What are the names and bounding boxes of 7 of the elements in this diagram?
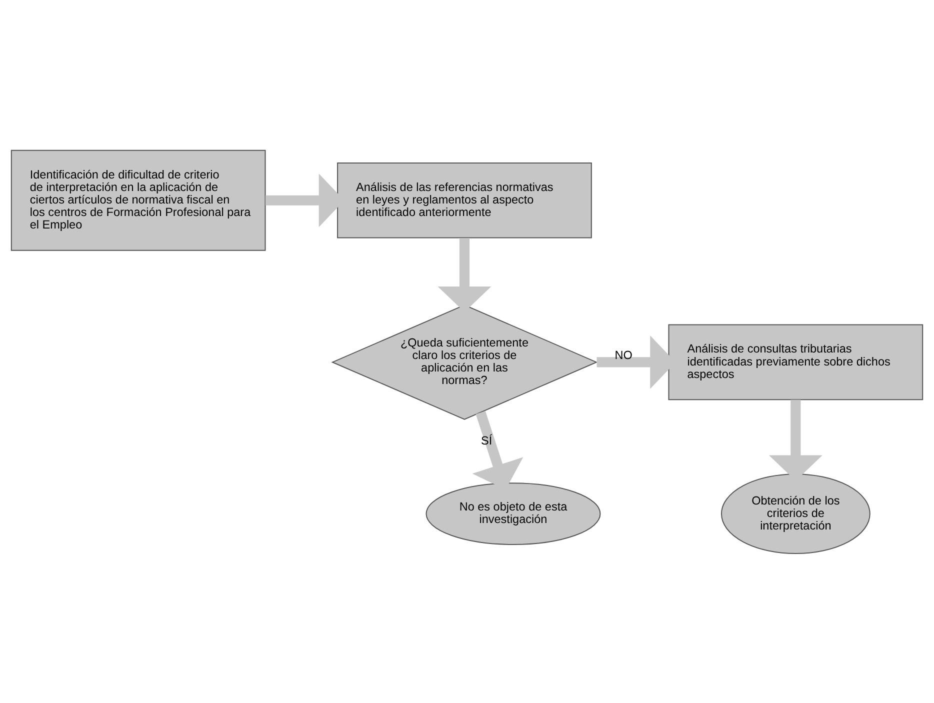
node-ellipse: Obtención de los criterios de interpretación bbox=[720, 473, 870, 554]
node-box: Análisis de consultas tributarias identificadas previamente sobre dichos aspectos bbox=[668, 324, 924, 400]
edge-label: NO bbox=[614, 348, 632, 362]
node-ellipse: No es objeto de esta investigación bbox=[426, 482, 601, 545]
edge-label: SÍ bbox=[481, 434, 492, 448]
node-box: Identificación de dificultad de criterio de interpretación en la aplicación de ciertos artículos de normativa fiscal en los centros de Formación Profesional para el Empleo bbox=[10, 149, 266, 250]
node-box: Análisis de las referencias normativas en leyes y reglamentos al aspecto identificado anteriormente bbox=[337, 162, 592, 238]
